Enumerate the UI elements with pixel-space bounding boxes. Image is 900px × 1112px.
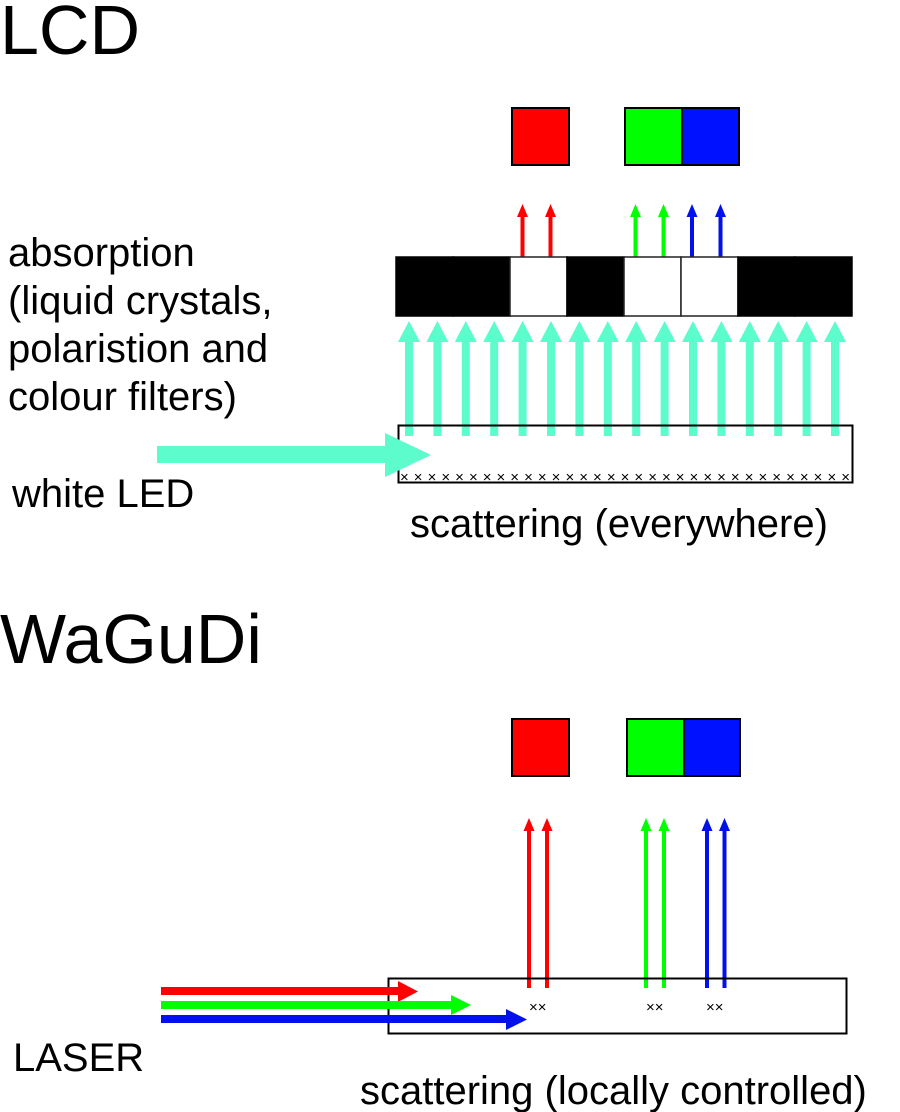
laser-arrow-red [161,981,418,1002]
wagudi-pixel-green [626,718,685,777]
laser-arrow-blue [161,1009,527,1030]
wagudi-scatter-green: ×× [646,999,664,1016]
shutter-cell-black [452,256,511,317]
lcd-title: LCD [0,0,140,69]
backlight-arrow [653,321,676,436]
wagudi-output-pixels [511,718,741,777]
wagudi-scatter-red: ×× [529,999,547,1016]
wagudi-scattering-label: scattering (locally controlled) [360,1069,867,1112]
lcd-pixel-green [624,107,683,166]
backlight-arrow [511,321,534,436]
backlight-arrow [454,321,477,436]
lcd-led-arrow [157,433,431,477]
wagudi-source-label: LASER [13,1036,144,1080]
wagudi-section: WaGuDi ×× ×× ×× LASER scattering (l [0,600,867,1112]
lcd-pixel-red [511,107,570,166]
lcd-pixel-blue [681,107,740,166]
backlight-arrow [398,321,420,436]
wagudi-arrow-red-2 [541,818,553,988]
wagudi-laser-arrows [161,981,527,1030]
backlight-arrow [483,321,506,436]
lcd-shutter-bar [395,256,853,317]
lcd-section: LCD ××××××××××××××××××××××××××××××××× [0,0,854,546]
backlight-arrow [540,321,562,436]
wagudi-title: WaGuDi [0,600,262,678]
backlight-arrow [426,321,449,436]
backlight-arrow [767,321,790,436]
lcd-scattering-label: scattering (everywhere) [410,502,828,546]
backlight-arrow [738,321,761,436]
shutter-cell-black [395,256,454,317]
shutter-cell-black [566,256,625,317]
wagudi-pixel-blue [683,718,741,777]
wagudi-arrow-green-1 [640,818,652,988]
lcd-scatter-marks: ××××××××××××××××××××××××××××××××× [400,469,850,486]
shutter-cell-white [509,256,568,317]
backlight-arrow [824,321,846,436]
shutter-cell-black [737,256,796,317]
wagudi-pixel-red [511,718,570,777]
shutter-cell-white [623,256,682,317]
backlight-arrow [625,321,648,436]
backlight-arrow [682,321,704,436]
lcd-absorption-label: absorption (liquid crystals, polaristion… [8,231,284,419]
lcd-output-pixels [511,107,740,166]
laser-arrow-green [161,995,471,1015]
wagudi-arrow-green-2 [658,818,670,988]
wagudi-arrow-blue-2 [719,818,730,988]
wagudi-arrow-red-1 [523,818,535,988]
lcd-source-label: white LED [11,472,194,516]
backlight-arrow [568,321,591,436]
backlight-arrow [596,321,619,436]
backlight-arrow [795,321,818,436]
wagudi-output-arrows [523,818,730,988]
backlight-arrow [710,321,733,436]
wagudi-scatter-blue: ×× [706,999,724,1016]
shutter-cell-white [680,256,739,317]
wagudi-arrow-blue-1 [701,818,713,988]
shutter-cell-black [794,256,853,317]
lcd-backlight-arrows [398,321,846,436]
